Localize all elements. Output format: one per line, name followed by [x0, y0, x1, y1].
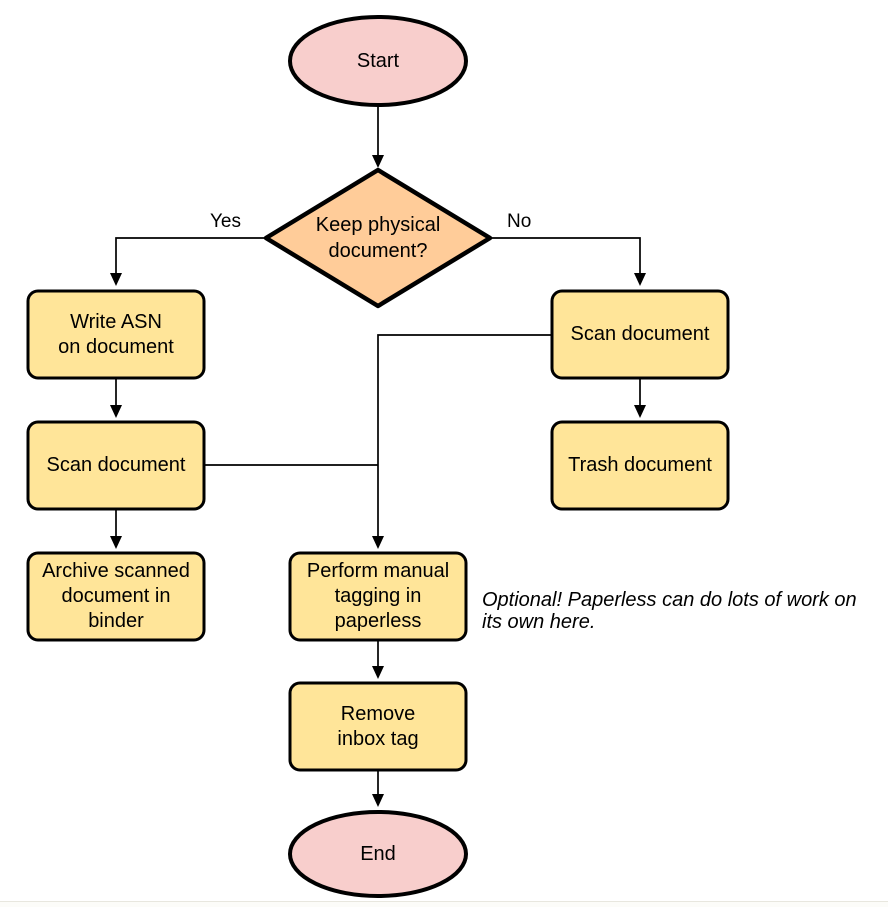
- decision-diamond: [263, 167, 493, 309]
- process-box-scan-left: [26, 420, 206, 511]
- bottom-divider: [0, 901, 888, 902]
- edge-label-yes: Yes: [210, 211, 241, 232]
- process-box-write-asn: [26, 289, 206, 380]
- end-ellipse: [288, 810, 468, 898]
- connector-no-branch: [490, 237, 646, 286]
- bottom-strip: [0, 902, 888, 907]
- start-ellipse: [288, 15, 468, 107]
- edge-label-no: No: [507, 211, 532, 232]
- process-box-tagging: [288, 551, 468, 642]
- optional-note: Optional! Paperless can do lots of work …: [482, 589, 857, 633]
- process-box-scan-right: [550, 289, 730, 380]
- process-box-archive: [26, 551, 206, 642]
- process-box-trash: [550, 420, 730, 511]
- connector-yes-branch: [110, 237, 266, 286]
- process-box-remove-inbox: [288, 681, 468, 772]
- connector-scanright-to-tagging: [372, 334, 552, 549]
